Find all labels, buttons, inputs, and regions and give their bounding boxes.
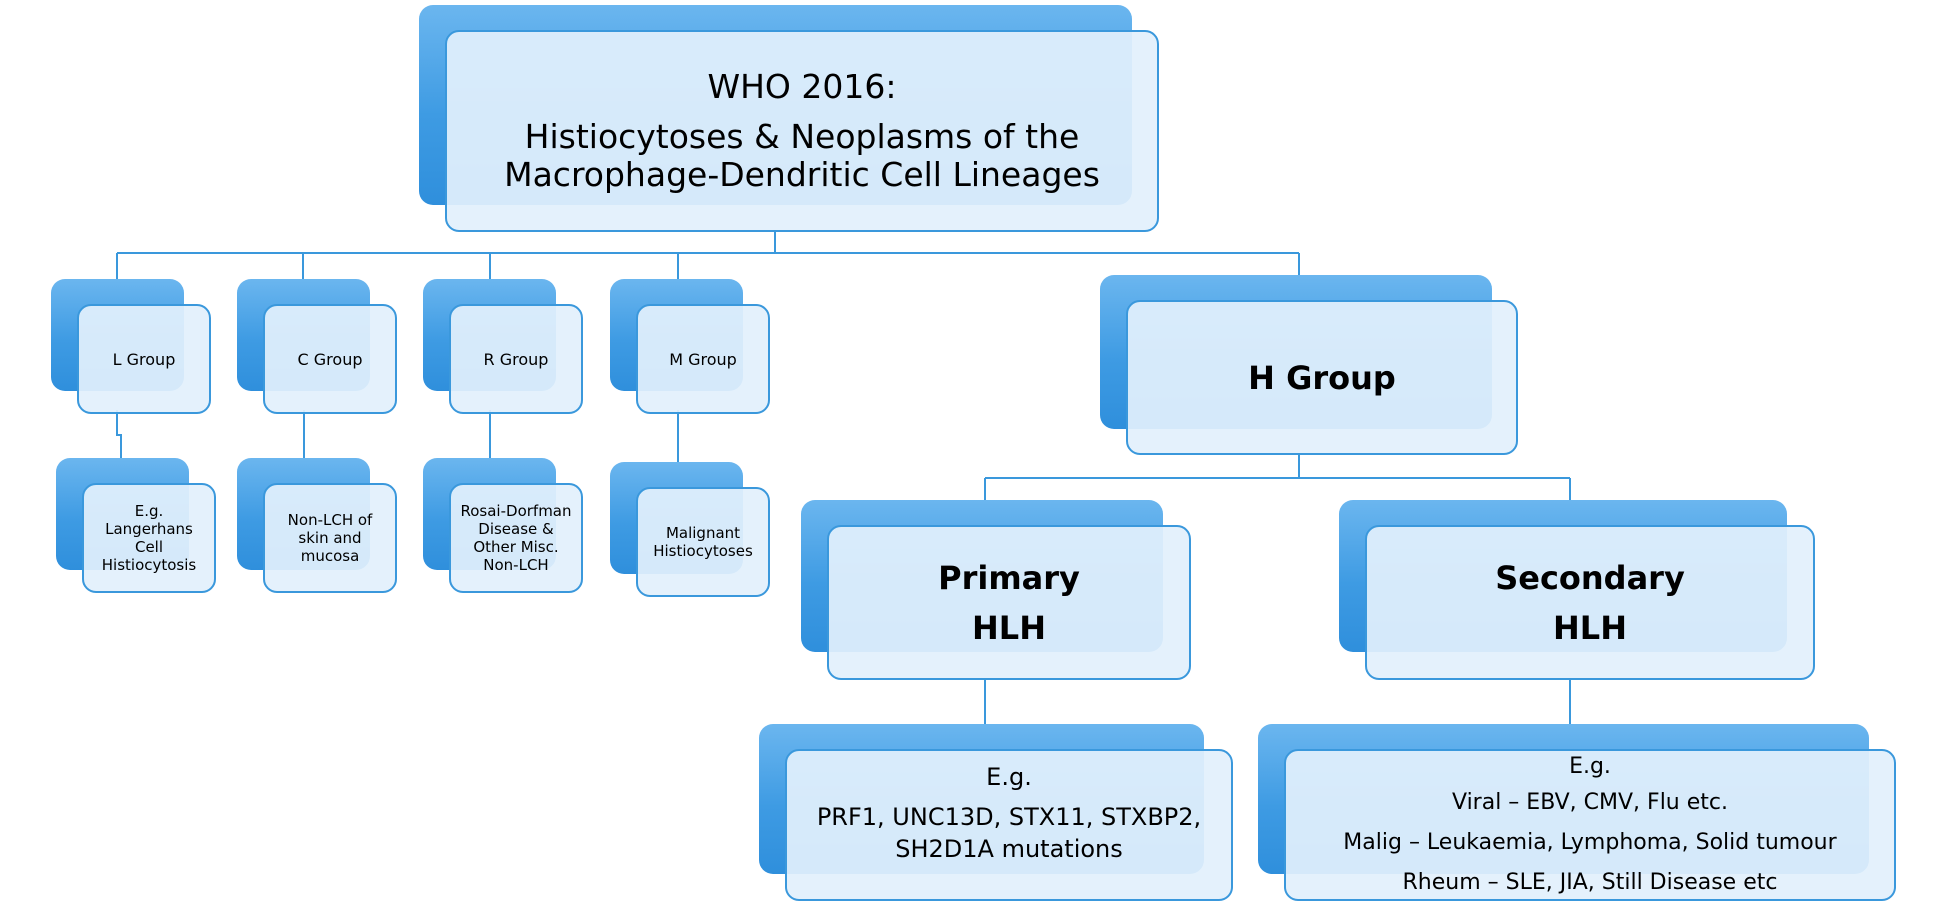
m-group-example-box: Malignant Histiocytoses	[636, 487, 770, 597]
secondary-hlh-example-line-2: Viral – EBV, CMV, Flu etc.	[1452, 790, 1728, 815]
m-group-example-line-1: Malignant	[665, 524, 741, 542]
l-group-example-line-3: Cell	[134, 538, 164, 556]
l-group-example-line-1: E.g.	[134, 502, 164, 520]
primary-hlh-example-line-3: SH2D1A mutations	[895, 835, 1123, 863]
c-group-box: C Group	[263, 304, 397, 414]
h-group-label: H Group	[1248, 358, 1396, 397]
primary-hlh-example-line-2: PRF1, UNC13D, STX11, STXBP2,	[816, 803, 1202, 831]
h-group-box: H Group	[1126, 300, 1518, 455]
r-group-example-line-3: Other Misc.	[473, 538, 559, 556]
l-group-box: L Group	[77, 304, 211, 414]
root-subtitle-line-2: Macrophage-Dendritic Cell Lineages	[504, 155, 1100, 194]
r-group-example-line-2: Disease &	[478, 520, 554, 538]
root-subtitle-line-1: Histiocytoses & Neoplasms of the	[524, 117, 1080, 156]
c-group-label: C Group	[297, 349, 363, 369]
primary-hlh-label-line-2: HLH	[972, 608, 1046, 647]
secondary-hlh-label-line-2: HLH	[1553, 608, 1627, 647]
c-group-example-line-3: mucosa	[300, 547, 360, 565]
m-group-example-line-2: Histiocytoses	[653, 542, 753, 560]
r-group-box: R Group	[449, 304, 583, 414]
secondary-hlh-example-line-4: Rheum – SLE, JIA, Still Disease etc	[1402, 870, 1778, 895]
primary-hlh-box: Primary HLH	[827, 525, 1191, 680]
r-group-example-box: Rosai-Dorfman Disease & Other Misc. Non-…	[449, 483, 583, 593]
secondary-hlh-example-box: E.g. Viral – EBV, CMV, Flu etc. Malig – …	[1284, 749, 1896, 901]
l-group-example-box: E.g. Langerhans Cell Histiocytosis	[82, 483, 216, 593]
r-group-example-line-4: Non-LCH	[483, 556, 549, 574]
primary-hlh-label-line-1: Primary	[938, 558, 1080, 597]
secondary-hlh-example-line-3: Malig – Leukaemia, Lymphoma, Solid tumou…	[1343, 830, 1837, 855]
c-group-example-box: Non-LCH of skin and mucosa	[263, 483, 397, 593]
l-group-example-line-2: Langerhans	[105, 520, 193, 538]
root-title: WHO 2016:	[707, 67, 897, 106]
m-group-label: M Group	[669, 349, 737, 369]
primary-hlh-example-line-1: E.g.	[986, 763, 1032, 791]
primary-hlh-example-box: E.g. PRF1, UNC13D, STX11, STXBP2, SH2D1A…	[785, 749, 1233, 901]
secondary-hlh-example-line-1: E.g.	[1569, 754, 1611, 779]
secondary-hlh-label-line-1: Secondary	[1495, 558, 1685, 597]
root-node-box: WHO 2016: Histiocytoses & Neoplasms of t…	[445, 30, 1159, 232]
r-group-example-line-1: Rosai-Dorfman	[460, 502, 572, 520]
c-group-example-line-1: Non-LCH of	[287, 511, 373, 529]
c-group-example-line-2: skin and	[298, 529, 362, 547]
secondary-hlh-box: Secondary HLH	[1365, 525, 1815, 680]
l-group-example-line-4: Histiocytosis	[101, 556, 197, 574]
m-group-box: M Group	[636, 304, 770, 414]
l-group-label: L Group	[112, 349, 176, 369]
r-group-label: R Group	[483, 349, 549, 369]
